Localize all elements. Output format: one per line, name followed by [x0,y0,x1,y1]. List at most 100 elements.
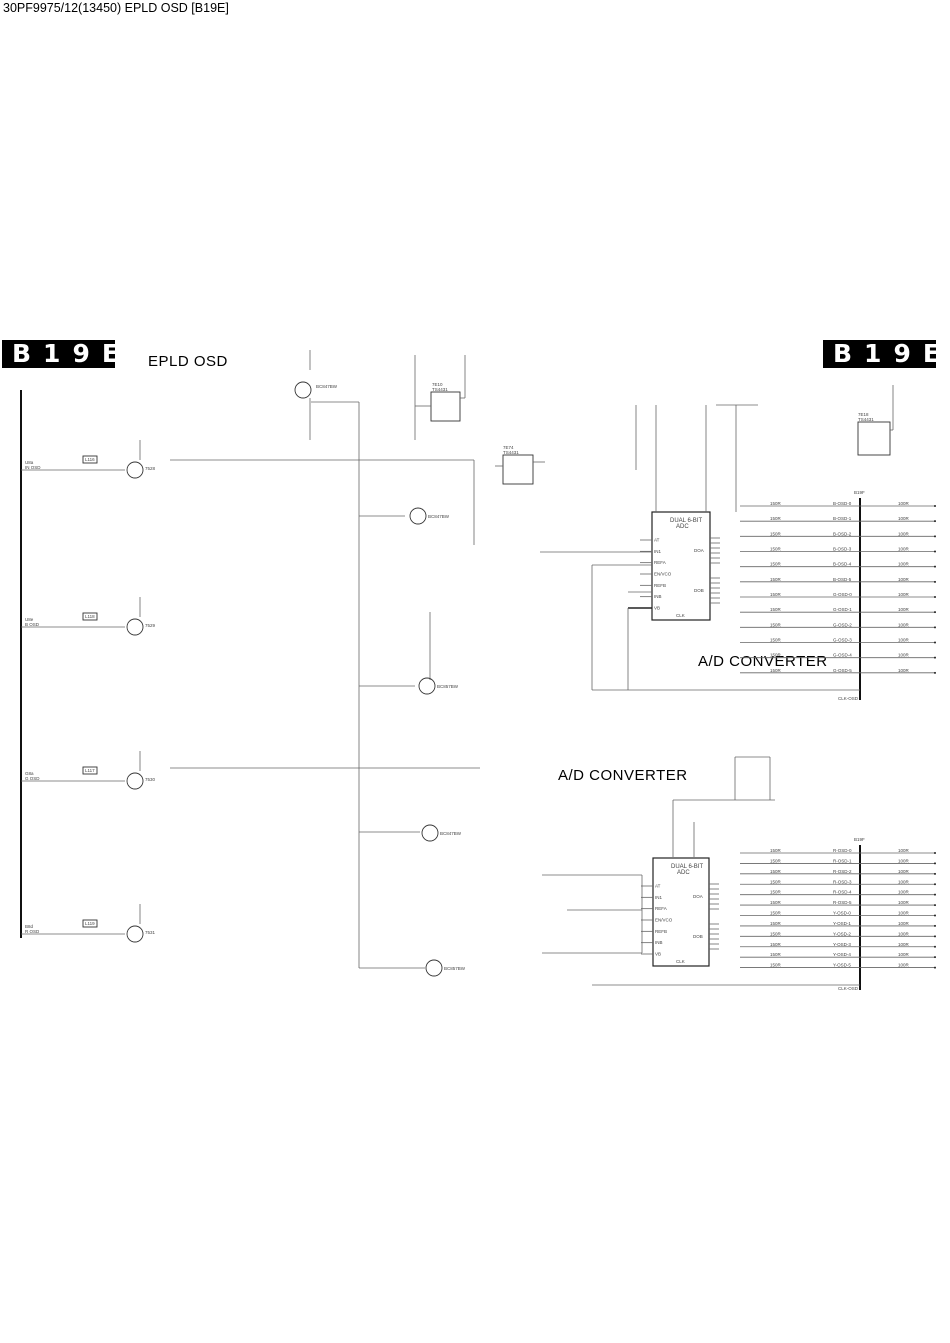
output-transistor-3: BC847BW [421,824,462,842]
bus-line-label: Y-OSD-5 [833,963,851,968]
svg-text:7E18: 7E18 [858,412,869,417]
resistor-value: 150R [770,963,782,968]
bus-line-label: Y-OSD-3 [833,942,851,947]
resistor-value: 150R [770,516,782,521]
resistor-value: 150R [770,900,782,905]
adc-pin-label: AT [655,884,661,889]
output-transistor-1: BC847BW [409,507,450,525]
resistor-value: 100R [898,858,910,863]
bus-line-label: B-OSD-4 [833,562,852,567]
resistor-value: 100R [898,869,910,874]
adc-pin-label: EN/VCO [654,572,672,577]
svg-text:BC857BW: BC857BW [444,966,466,971]
channel-net-label: U8a [25,460,34,465]
sheet-badge-right: B19E [823,340,940,368]
resistor-value: 100R [898,668,910,673]
clock-label: CLK-OSD [838,986,859,991]
adc-title: DUAL 6-BIT [670,518,702,524]
channel-label: IN OSD [25,465,41,470]
resistor-value: 150R [770,848,782,853]
adc-chip-top: DUAL 6-BITADCATIN1REFAEN/VCOREFBINBVBDOA… [640,511,720,621]
transistor-ref: 7530 [145,777,156,782]
resistor-value: 100R [898,577,910,582]
adc-body [651,511,711,621]
connector-ref: L119 [85,921,95,926]
adc-pin-label: VB [655,952,661,957]
adc-pin-label: INB [655,940,663,945]
svg-text:BC857BW: BC857BW [437,684,459,689]
adc-subtitle: ADC [677,870,690,876]
resistor-value: 150R [770,668,782,673]
top-transistor: BC847BW [294,350,359,440]
resistor-value: 150R [770,931,782,936]
transistor-ref: 7529 [145,623,156,628]
bus-line-label: G-OSD-1 [833,607,852,612]
svg-text:TS4431: TS4431 [432,387,448,392]
adc-pin-label: AT [654,538,660,543]
resistor-value: 150R [770,869,782,874]
document-title: 30PF9975/12(13450) EPLD OSD [B19E] [3,1,229,15]
adc-body [652,857,710,967]
svg-text:BC847BW: BC847BW [440,831,462,836]
resistor-value: 150R [770,577,782,582]
adc-pin-label: INB [654,594,662,599]
channel-label: G OSD [25,776,40,781]
bus-line-label: R-OSD-4 [833,890,852,895]
resistor-value: 150R [770,858,782,863]
bus-line-label: R-OSD-2 [833,869,852,874]
adc-pin-label: REFA [655,906,667,911]
adc-clock-label: CLK [676,613,685,618]
resistor-value: 100R [898,638,910,643]
adc-port-label: DOA [693,894,703,899]
bus-line-label: G-OSD-0 [833,592,852,597]
connector-ref: L116 [85,457,95,462]
channel-label: B OSD [25,622,40,627]
resistor-value: 150R [770,562,782,567]
sheet-badge-left: B19E [2,340,119,368]
bus-line-label: B-OSD-2 [833,531,852,536]
bus-line-label: G-OSD-4 [833,653,852,658]
output-transistor-4: BC857BW [425,959,466,977]
resistor-value: 150R [770,911,782,916]
section-title-epld-osd: EPLD OSD [148,353,228,370]
connector-ref: L117 [85,768,95,773]
transistor-symbol [126,618,144,636]
resistor-value: 150R [770,879,782,884]
svg-text:TS4431: TS4431 [503,450,519,455]
resistor-value: 100R [898,879,910,884]
resistor-value: 100R [898,501,910,506]
resistor-value: 100R [898,963,910,968]
bus-line-label: B-OSD-1 [833,516,852,521]
bus-line-label: B-OSD-0 [833,501,852,506]
adc-pin-label: VB [654,606,660,611]
resistor-value: 150R [770,638,782,643]
resistor-value: 150R [770,942,782,947]
resistor-value: 150R [770,501,782,506]
adc-port-label: DOB [693,934,703,939]
resistor-value: 150R [770,531,782,536]
regulator-7e74: 7E74 TS4431 [495,445,545,485]
resistor-value: 100R [898,952,910,957]
adc-subtitle: ADC [676,524,689,530]
resistor-value: 100R [898,516,910,521]
resistor-value: 150R [770,622,782,627]
adc-pin-label: IN1 [654,549,662,554]
bus-line-label: Y-OSD-1 [833,921,851,926]
transistor-symbol [126,772,144,790]
bus-line-label: Y-OSD-4 [833,952,851,957]
svg-text:TS4431: TS4431 [858,417,874,422]
connector-ref: B19F [854,837,865,842]
bus-line-label: Y-OSD-0 [833,911,851,916]
resistor-value: 100R [898,942,910,947]
transistor-symbol [126,925,144,943]
bus-line-label: R-OSD-3 [833,879,852,884]
output-transistor-2: BC857BW [418,677,459,695]
clock-label: CLK-OSD [838,696,859,701]
regulator-7e18: 7E18 TS4431 [857,385,894,456]
